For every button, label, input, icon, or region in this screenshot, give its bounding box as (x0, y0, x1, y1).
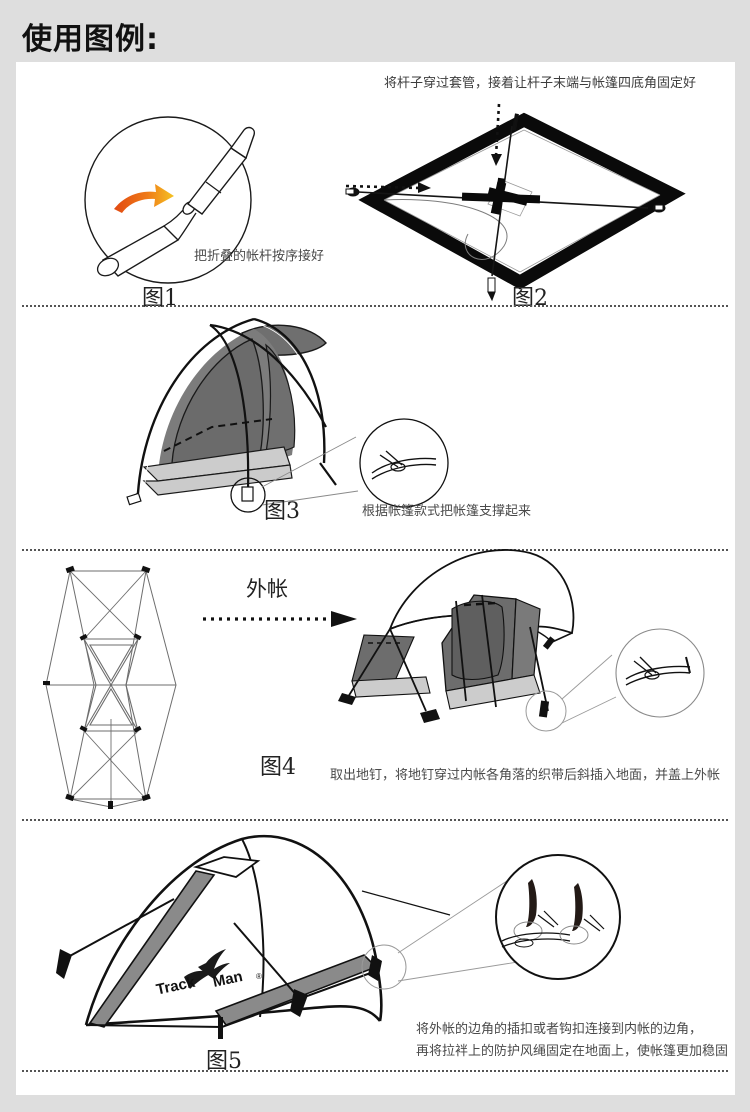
step-4-caption: 取出地钉，将地钉穿过内帐各角落的织带后斜插入地面，并盖上外帐 (330, 768, 721, 783)
page-title: 使用图例: (22, 22, 159, 57)
step-5-caption-line-1: 将外帐的边角的插扣或者钩扣连接到内帐的边角， (416, 1022, 703, 1037)
step-5-figure-label: 图5 (206, 1049, 242, 1074)
step-4-figure-label: 图4 (260, 755, 296, 780)
guyline-stakes-detail (495, 854, 621, 980)
svg-text:®: ® (256, 972, 262, 981)
step-4-arrow-label: 外帐 (246, 577, 288, 601)
inner-tent-pitched-illustration (126, 317, 449, 513)
complete-tent-illustration: Track Man ® (56, 834, 621, 1039)
section-divider-3 (22, 819, 728, 821)
section-divider-4 (22, 1070, 728, 1072)
ground-stake-detail (615, 628, 705, 718)
step-5-caption-line-2: 再将拉袢上的防护风绳固定在地面上，使帐篷更加稳固 (416, 1044, 729, 1059)
content-panel: 把折叠的帐杆按序接好 图1 将杆子穿过套管，接着让杆子末端与帐篷四底角固定好 (16, 62, 735, 1095)
direction-arrow-icon (114, 184, 174, 213)
step-5-section: Track Man ® (16, 821, 735, 1095)
rainfly-over-tent-illustration (338, 549, 705, 732)
rainfly-direction-arrow-icon (203, 611, 357, 627)
tent-floor-poles-diagram (345, 103, 686, 302)
rainfly-flat-layout (43, 565, 177, 809)
step-1-2-section: 把折叠的帐杆按序接好 图1 将杆子穿过套管，接着让杆子末端与帐篷四底角固定好 (16, 62, 735, 311)
svg-text:Track: Track (155, 974, 198, 999)
step-3-caption: 根据帐篷款式把帐篷支撑起来 (362, 504, 532, 519)
page-header: 使用图例: (0, 0, 750, 62)
svg-text:Man: Man (211, 968, 244, 991)
step-3-section: 图3 根据帐篷款式把帐篷支撑起来 (16, 307, 735, 547)
step-3-figure-label: 图3 (264, 499, 300, 524)
step-4-section: 外帐 (16, 549, 735, 816)
tent-pole-connect-illustration (84, 116, 256, 284)
brand-logo: Track Man ® (155, 949, 262, 999)
pole-grommet-detail (359, 418, 449, 508)
section-divider-2 (22, 549, 728, 551)
step-1-caption: 把折叠的帐杆按序接好 (194, 249, 325, 264)
section-divider-1 (22, 305, 728, 307)
step-2-caption: 将杆子穿过套管，接着让杆子末端与帐篷四底角固定好 (384, 76, 697, 91)
